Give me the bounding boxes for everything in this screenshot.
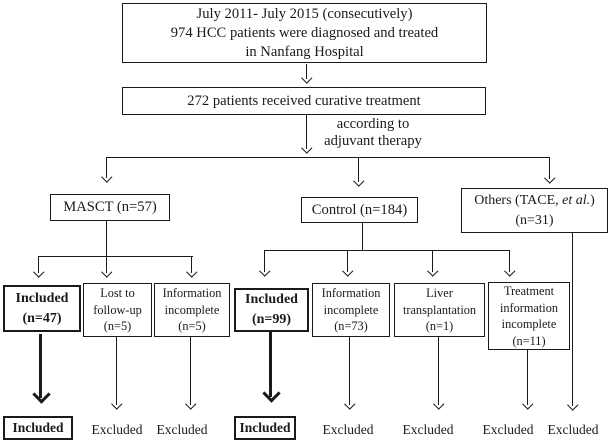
box-info-incomplete-73: Information incomplete (n=73)	[312, 283, 390, 337]
box-curative: 272 patients received curative treatment	[122, 87, 486, 115]
stem-control	[362, 223, 363, 251]
arrow-masct-info-incomplete	[191, 256, 192, 273]
label-final-excluded-treatment: Excluded	[482, 422, 534, 437]
arrow-branch-control	[358, 157, 359, 182]
treatment-line-2: information	[499, 300, 559, 315]
box-liver-transplantation: Liver transplantation (n=1)	[394, 283, 485, 337]
box-final-included-masct: Included	[3, 416, 73, 440]
arrow-info-incomplete5-final	[190, 337, 191, 405]
arrow-control-liver-transplantation	[432, 250, 433, 272]
info-incomplete73-line-3: (n=73)	[334, 319, 368, 334]
label-final-excluded-liver: Excluded	[402, 422, 454, 437]
box-final-included-control: Included	[234, 416, 296, 440]
liver-line-3: (n=1)	[425, 319, 454, 334]
info-incomplete5-line-2: incomplete	[164, 302, 220, 317]
masct-label: MASCT (n=57)	[63, 199, 157, 215]
info-incomplete5-line-3: (n=5)	[178, 319, 206, 334]
box-included-99: Included (n=99)	[234, 288, 309, 332]
final-included-masct-label: Included	[12, 420, 64, 435]
included47-line-1: Included	[15, 290, 69, 306]
arrow-included99-final	[269, 332, 272, 397]
box-others: Others (TACE, et al.) (n=31)	[461, 188, 608, 233]
arrow-others-excluded	[572, 233, 573, 406]
control-label: Control (n=184)	[311, 201, 408, 218]
label-final-excluded-info73: Excluded	[322, 422, 374, 437]
box-treatment-incomplete: Treatment information incomplete (n=11)	[488, 282, 570, 350]
branchline-masct	[39, 256, 193, 257]
annotation-adjuvant-therapy: according to adjuvant therapy	[312, 116, 434, 150]
info-incomplete73-line-2: incomplete	[323, 302, 379, 317]
arrow-masct-included47	[38, 256, 39, 273]
arrow-branch-others	[549, 157, 550, 179]
stem-masct	[106, 221, 107, 256]
box-included-47: Included (n=47)	[3, 285, 81, 332]
others-label-line-2: (n=31)	[515, 212, 554, 228]
box-masct: MASCT (n=57)	[50, 194, 170, 221]
treatment-line-1: Treatment	[503, 284, 555, 298]
info-incomplete5-line-1: Information	[162, 286, 222, 301]
arrow-info-incomplete73-final	[349, 337, 350, 405]
curative-label: 272 patients received curative treatment	[187, 92, 421, 109]
lost-followup-line-2: follow-up	[93, 302, 142, 317]
arrow-enrollment-to-curative	[306, 64, 307, 79]
arrow-lost-followup-final	[116, 337, 117, 405]
arrow-control-treatment-incomplete	[509, 250, 510, 272]
treatment-line-3: incomplete	[501, 317, 557, 331]
box-control: Control (n=184)	[301, 197, 418, 223]
arrow-control-info-incomplete	[347, 250, 348, 272]
arrow-liver-final	[438, 337, 439, 405]
enrollment-line-2: 974 HCC patients were diagnosed and trea…	[170, 24, 439, 41]
included99-line-1: Included	[245, 292, 298, 307]
enrollment-line-1: July 2011- July 2015 (consecutively)	[196, 5, 413, 22]
liver-line-1: Liver	[426, 286, 453, 301]
others-label-line-1: Others (TACE, et al.)	[474, 192, 595, 208]
box-info-incomplete-5: Information incomplete (n=5)	[154, 283, 230, 337]
label-final-excluded-info5: Excluded	[156, 422, 208, 437]
arrow-masct-lost-followup	[106, 256, 107, 273]
info-incomplete73-line-1: Information	[321, 286, 381, 301]
branchline-control	[265, 250, 510, 251]
arrow-branch-masct	[106, 157, 107, 178]
arrow-curative-to-arms	[306, 115, 307, 149]
branchline-arms	[107, 157, 550, 158]
box-enrollment: July 2011- July 2015 (consecutively) 974…	[122, 3, 487, 63]
liver-line-2: transplantation	[402, 302, 477, 317]
annotation-line-2: adjuvant therapy	[324, 133, 422, 149]
arrow-control-included99	[264, 250, 265, 272]
box-lost-to-followup: Lost to follow-up (n=5)	[83, 283, 152, 337]
treatment-line-4: (n=11)	[512, 333, 546, 348]
lost-followup-line-3: (n=5)	[103, 319, 132, 334]
included47-line-2: (n=47)	[22, 310, 62, 326]
enrollment-line-3: in Nanfang Hospital	[245, 43, 364, 60]
annotation-line-1: according to	[336, 116, 410, 132]
arrow-treatment-final	[527, 350, 528, 405]
included99-line-2: (n=99)	[251, 312, 292, 327]
final-included-control-label: Included	[239, 420, 291, 435]
label-final-excluded-lost: Excluded	[91, 422, 143, 437]
arrow-included47-final	[39, 334, 42, 398]
lost-followup-line-1: Lost to	[100, 286, 135, 301]
label-final-excluded-others: Excluded	[547, 422, 599, 437]
